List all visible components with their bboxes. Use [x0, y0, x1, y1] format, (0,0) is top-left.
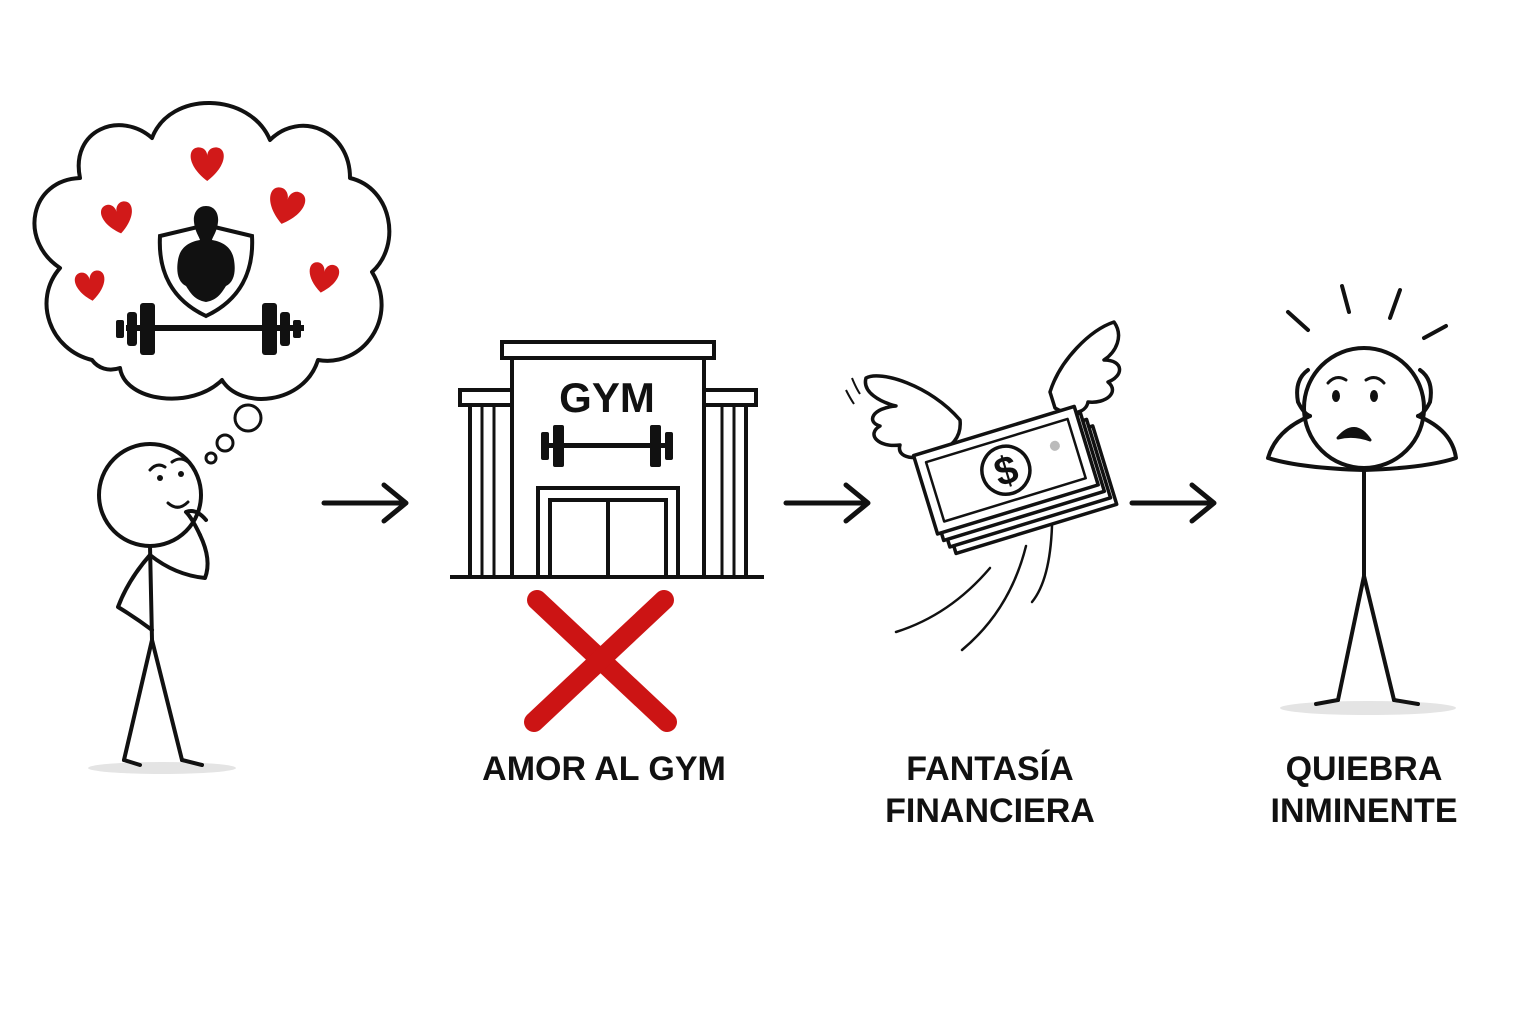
heart-icon — [100, 201, 132, 234]
heart-icon — [270, 187, 306, 224]
barbell-icon — [541, 425, 673, 467]
gym-building-icon — [450, 340, 764, 579]
caption-line: QUIEBRA — [1285, 750, 1443, 788]
heart-icon — [74, 270, 105, 301]
arrow-right-icon — [1129, 482, 1217, 524]
arrow-right-icon — [783, 482, 871, 524]
ground-shadow — [1280, 701, 1456, 715]
ground-shadow — [88, 762, 236, 774]
stick-figure-thinking — [97, 442, 210, 767]
stick-figure-worried — [1266, 346, 1458, 706]
flying-money-icon: $ — [845, 320, 1122, 652]
gym-sign: GYM — [559, 374, 655, 421]
thought-bubbles — [204, 403, 263, 465]
hearts — [74, 147, 340, 301]
heart-icon — [309, 262, 340, 293]
arrow-right-icon — [321, 482, 409, 524]
caption-fantasia-financiera: FANTASÍA FINANCIERA — [840, 748, 1140, 832]
caption-line: FANTASÍA — [906, 750, 1074, 788]
caption-amor-al-gym: AMOR AL GYM — [454, 748, 754, 790]
caption-line: AMOR AL GYM — [482, 750, 726, 788]
stress-lines — [1286, 284, 1448, 340]
caption-quiebra-inminente: QUIEBRA INMINENTE — [1214, 748, 1514, 832]
caption-line: FINANCIERA — [885, 792, 1095, 830]
caption-line: INMINENTE — [1270, 792, 1458, 830]
barbell-icon — [116, 303, 304, 355]
heart-icon — [190, 147, 224, 181]
muscle-shield-icon — [157, 206, 255, 319]
red-x-icon — [524, 590, 677, 732]
